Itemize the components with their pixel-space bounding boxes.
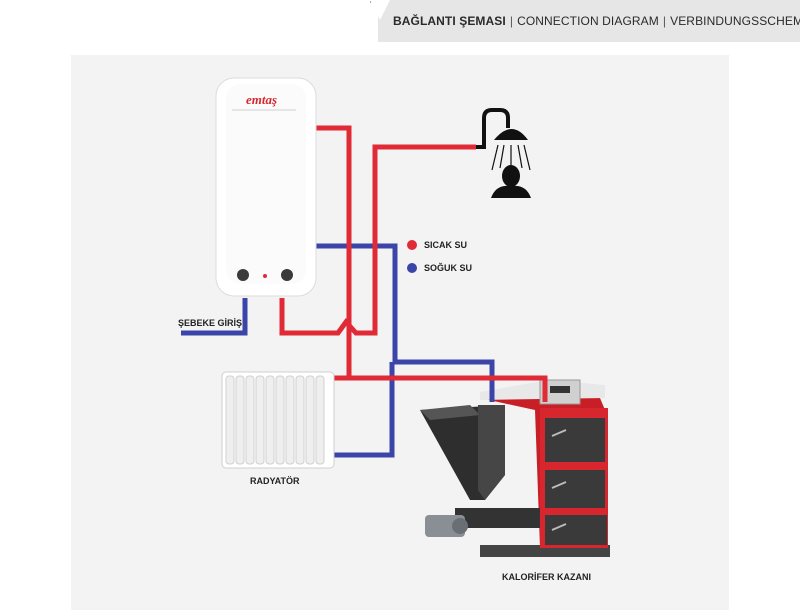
person-head (502, 165, 520, 187)
door-handle (551, 429, 567, 437)
heater-knob-left (237, 269, 249, 281)
boiler-flow-pipe (332, 375, 548, 402)
shower-head (494, 129, 528, 140)
heater-knob-right (281, 269, 293, 281)
mains-inlet-label: ŞEBEKE GİRİŞ (178, 318, 243, 328)
radiator-return-pipe (332, 362, 395, 458)
mains-inlet-pipe (181, 298, 248, 336)
radiator-fins (225, 375, 325, 465)
title-separator: | (509, 14, 514, 28)
title-separator: | (662, 14, 667, 28)
header-tab (370, 0, 800, 42)
page-title-en: CONNECTION DIAGRAM (517, 14, 659, 28)
boiler (420, 379, 610, 557)
heater-indicator-light (263, 274, 267, 278)
page-title-tr: BAĞLANTI ŞEMASI (393, 14, 506, 28)
hot-outlet-pipe (315, 125, 352, 378)
boiler-label: KALORİFER KAZANI (502, 572, 591, 582)
hopper-side (478, 405, 505, 500)
door-handle (551, 523, 567, 531)
hot-water-pipes (279, 125, 548, 402)
legend-cold-label: SOĞUK SU (424, 263, 473, 273)
heater-brand-logo: emtaş (246, 92, 278, 107)
page-title: BAĞLANTI ŞEMASI|CONNECTION DIAGRAM|VERBI… (393, 14, 800, 28)
door-handle (551, 481, 567, 489)
motor-cap (452, 518, 468, 534)
shower-icon (476, 108, 531, 171)
hopper-lid (420, 405, 480, 420)
heater-face (226, 84, 306, 284)
legend-hot-dot (407, 240, 417, 250)
radiator-label: RADYATÖR (250, 476, 300, 486)
header-tab-shape (370, 0, 800, 42)
boiler-door-top (545, 418, 605, 462)
person-shoulders (491, 185, 531, 198)
shower-spray (491, 144, 531, 171)
water-heater (215, 77, 317, 297)
radiator (221, 371, 335, 469)
page-title-de: VERBINDUNGSSCHEMA (670, 14, 800, 28)
legend-hot-label: SICAK SU (424, 240, 468, 250)
boiler-door-middle (545, 470, 605, 508)
person-icon (491, 165, 531, 198)
cold-water-pipes (181, 243, 495, 458)
cold-supply-pipe (315, 243, 495, 402)
control-display (550, 386, 570, 393)
screw-conveyor (455, 508, 540, 528)
shower-arm (476, 108, 510, 149)
boiler-door-bottom (545, 515, 607, 545)
shower-feed-pipe (279, 144, 476, 336)
legend-cold-dot (407, 263, 417, 273)
